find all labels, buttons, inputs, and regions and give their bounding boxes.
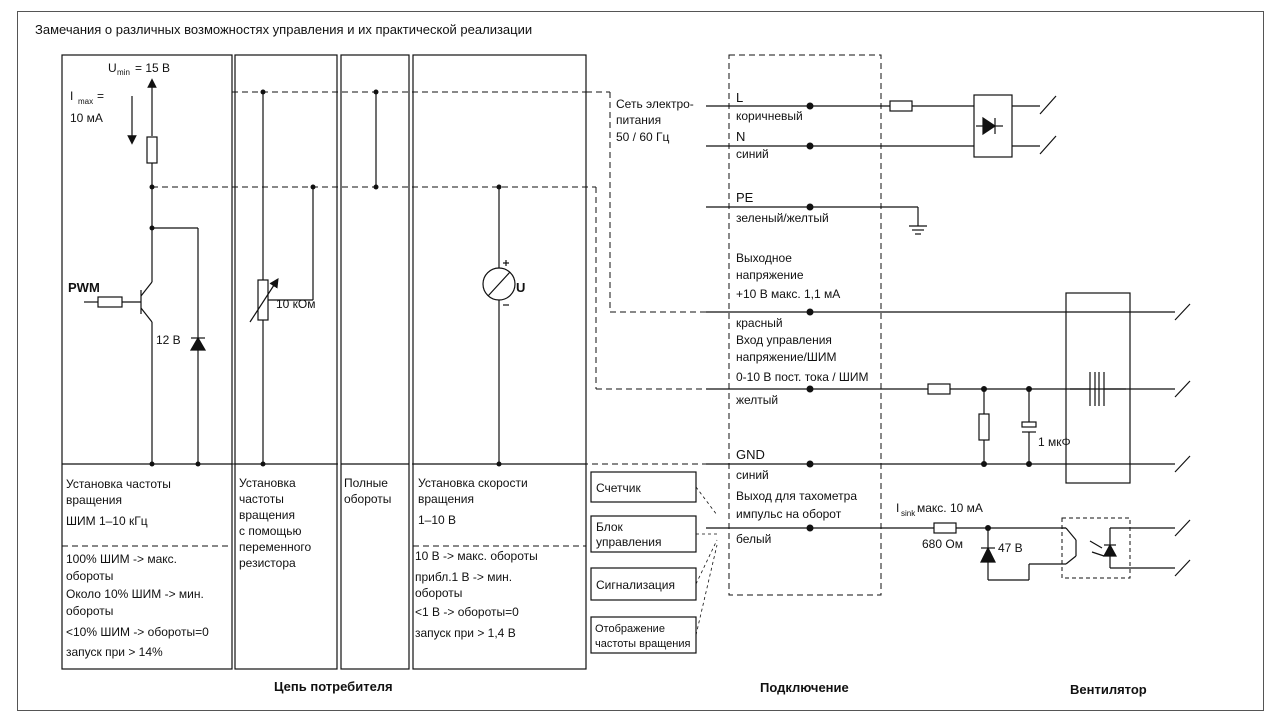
side-box-display-2: частоты вращения	[595, 638, 690, 650]
tacho-label: Выход для тахометра импульс на оборот	[736, 489, 857, 521]
svg-text:Выход для тахометра: Выход для тахометра	[736, 489, 857, 503]
wire-gnd-color: синий	[736, 468, 769, 482]
imax-value: 10 мА	[70, 111, 103, 125]
consumer-column-full-speed	[340, 54, 410, 670]
isink-i: I	[896, 501, 899, 515]
col4-text: Установка скорости вращения 1–10 В 10 В …	[415, 476, 538, 640]
umin-value: = 15 В	[135, 61, 170, 75]
svg-text:обороты: обороты	[66, 604, 113, 618]
wire-pe-name: PE	[736, 190, 754, 205]
consumer-section-label: Цепь потребителя	[274, 679, 393, 694]
col2-text: Установка частоты вращения с помощью пер…	[239, 476, 311, 570]
wire-l-name: L	[736, 90, 743, 105]
wire-gnd-name: GND	[736, 447, 765, 462]
pwm-label: PWM	[68, 280, 100, 295]
imax-sub: max	[78, 97, 93, 106]
side-box-signal: Сигнализация	[596, 578, 675, 592]
wire-tacho-color: белый	[736, 532, 771, 546]
resistor-680-label: 680 Ом	[922, 537, 963, 551]
svg-text:ШИМ 1–10 кГц: ШИМ 1–10 кГц	[66, 514, 148, 528]
side-box-display-1: Отображение	[595, 623, 665, 635]
svg-text:прибл.1 В -> мин.: прибл.1 В -> мин.	[415, 570, 512, 584]
col1-text: Установка частоты вращения ШИМ 1–10 кГц …	[66, 477, 209, 659]
svg-text:резистора: резистора	[239, 556, 296, 570]
wire-pe-color: зеленый/желтый	[736, 211, 829, 225]
control-input-label: Вход управления напряжение/ШИМ 0-10 В по…	[736, 333, 869, 384]
wire-n-color: синий	[736, 147, 769, 161]
svg-text:напряжение: напряжение	[736, 268, 804, 282]
wire-n-name: N	[736, 129, 745, 144]
svg-text:Выходное: Выходное	[736, 251, 792, 265]
svg-text:10 В -> макс. обороты: 10 В -> макс. обороты	[415, 549, 538, 563]
wire-out-color: красный	[736, 316, 783, 330]
diagram-frame	[17, 11, 1264, 711]
fan-motor-block	[1065, 292, 1131, 484]
zener-12v-label: 12 В	[156, 333, 181, 347]
svg-text:вращения: вращения	[418, 492, 474, 506]
umin-sub: min	[117, 68, 130, 77]
umin-u: U	[108, 61, 117, 75]
svg-text:Сеть электро-: Сеть электро-	[616, 97, 694, 111]
svg-text:Установка частоты: Установка частоты	[66, 477, 171, 491]
svg-text:Установка: Установка	[239, 476, 296, 490]
isink-value: макс. 10 мА	[917, 501, 983, 515]
svg-text:100% ШИМ -> макс.: 100% ШИМ -> макс.	[66, 552, 177, 566]
svg-text:запуск при > 1,4 В: запуск при > 1,4 В	[415, 626, 516, 640]
svg-text:Полные: Полные	[344, 476, 388, 490]
svg-text:<10% ШИМ -> обороты=0: <10% ШИМ -> обороты=0	[66, 625, 209, 639]
svg-text:Около 10% ШИМ -> мин.: Около 10% ШИМ -> мин.	[66, 587, 204, 601]
svg-text:питания: питания	[616, 113, 661, 127]
consumer-column-resistor	[234, 54, 338, 670]
side-box-control-2: управления	[596, 535, 661, 549]
svg-text:вращения: вращения	[66, 493, 122, 507]
svg-text:напряжение/ШИМ: напряжение/ШИМ	[736, 350, 837, 364]
svg-text:<1 В -> обороты=0: <1 В -> обороты=0	[415, 605, 519, 619]
diagram-title: Замечания о различных возможностях управ…	[35, 22, 533, 37]
output-voltage-label: Выходное напряжение +10 В макс. 1,1 мА	[736, 251, 840, 301]
col3-text: Полные обороты	[344, 476, 391, 506]
isink-sub: sink	[901, 509, 916, 518]
svg-text:обороты: обороты	[66, 569, 113, 583]
svg-text:Вход управления: Вход управления	[736, 333, 832, 347]
imax-i: I	[70, 89, 73, 103]
svg-text:0-10 В пост. тока / ШИМ: 0-10 В пост. тока / ШИМ	[736, 370, 869, 384]
consumer-column-pwm	[61, 54, 233, 670]
side-box-control-1: Блок	[596, 520, 624, 534]
svg-text:с помощью: с помощью	[239, 524, 302, 538]
wire-l-color: коричневый	[736, 109, 803, 123]
svg-text:вращения: вращения	[239, 508, 295, 522]
svg-text:1–10 В: 1–10 В	[418, 513, 456, 527]
connection-box	[728, 54, 882, 596]
zener-47v-label: 47 В	[998, 541, 1023, 555]
wire-ctrl-color: желтый	[736, 393, 778, 407]
svg-text:импульс на оборот: импульс на оборот	[736, 507, 842, 521]
svg-text:обороты: обороты	[344, 492, 391, 506]
fan-section-label: Вентилятор	[1070, 682, 1147, 697]
power-supply-block	[973, 94, 1013, 158]
imax-eq: =	[97, 89, 104, 103]
side-box-counter: Счетчик	[596, 481, 642, 495]
svg-text:50 / 60 Гц: 50 / 60 Гц	[616, 130, 670, 144]
mains-label: Сеть электро- питания 50 / 60 Гц	[616, 97, 694, 144]
consumer-column-voltage	[412, 54, 587, 670]
resistor-label: 10 кОм	[276, 297, 316, 311]
meter-label: U	[516, 280, 525, 295]
connection-section-label: Подключение	[760, 680, 849, 695]
svg-text:запуск при > 14%: запуск при > 14%	[66, 645, 163, 659]
svg-text:Установка скорости: Установка скорости	[418, 476, 528, 490]
svg-text:обороты: обороты	[415, 586, 462, 600]
svg-text:переменного: переменного	[239, 540, 311, 554]
svg-text:+10 В макс. 1,1 мА: +10 В макс. 1,1 мА	[736, 287, 840, 301]
svg-text:частоты: частоты	[239, 492, 284, 506]
capacitor-label: 1 мкФ	[1038, 435, 1071, 449]
